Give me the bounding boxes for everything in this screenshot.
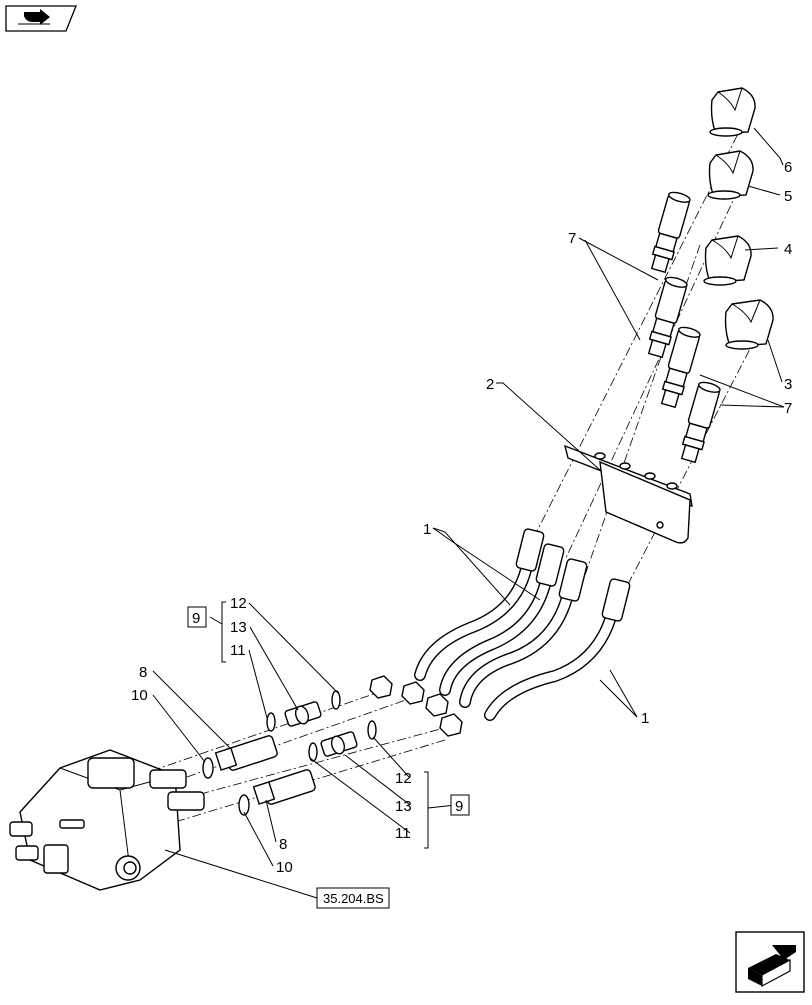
coupler-8-upper xyxy=(214,735,278,771)
hydraulic-hoses-1 xyxy=(414,554,621,721)
coupler-7-d xyxy=(680,381,721,464)
callout-5: 5 xyxy=(784,188,792,205)
callout-11-right: 11 xyxy=(395,825,411,842)
callout-7-right: 7 xyxy=(784,400,792,417)
kit-label-9-left-text: 9 xyxy=(192,610,200,627)
kit-label-9-right-text: 9 xyxy=(455,798,463,815)
callout-6: 6 xyxy=(784,159,792,176)
callout-11-left: 11 xyxy=(230,642,246,659)
callout-1-left: 1 xyxy=(423,521,431,538)
mounting-bracket-2 xyxy=(563,444,693,544)
callout-12-right: 12 xyxy=(395,770,412,787)
callout-4: 4 xyxy=(784,241,792,258)
callout-2: 2 xyxy=(486,376,494,393)
callout-8-upper: 8 xyxy=(139,664,147,681)
control-valve-block xyxy=(9,749,205,891)
callout-1-right: 1 xyxy=(641,710,649,727)
navigation-arrow-icon[interactable] xyxy=(5,5,77,32)
adapter-13-upper xyxy=(284,701,322,727)
dust-cap-4 xyxy=(703,235,752,286)
callout-8-lower: 8 xyxy=(279,836,287,853)
coupler-7-c xyxy=(660,326,701,409)
callout-13-right: 13 xyxy=(395,798,412,815)
coupler-7-a xyxy=(650,191,691,274)
callout-labels: 6 5 4 3 7 7 2 1 1 12 13 11 8 10 12 13 11… xyxy=(131,159,792,876)
kit-label-9-right: 9 xyxy=(450,794,470,816)
reference-box[interactable]: 35.204.BS xyxy=(316,887,390,909)
seal-washers-10 xyxy=(202,757,250,816)
callout-12-left: 12 xyxy=(230,595,247,612)
hose-fittings xyxy=(369,528,631,737)
o-rings xyxy=(266,690,377,762)
kit-label-9-left: 9 xyxy=(187,606,207,628)
dust-cap-6 xyxy=(709,87,756,137)
dust-cap-5 xyxy=(707,150,754,200)
callout-7-left: 7 xyxy=(568,230,576,247)
adapter-13-lower xyxy=(320,731,358,757)
callout-10-lower: 10 xyxy=(276,859,293,876)
next-page-arrow-icon[interactable] xyxy=(735,931,805,993)
reference-label: 35.204.BS xyxy=(323,891,384,906)
callout-10-upper: 10 xyxy=(131,687,148,704)
coupler-7-b xyxy=(647,276,688,359)
callout-13-left: 13 xyxy=(230,619,247,636)
coupler-8-lower xyxy=(252,769,316,805)
dust-cap-3 xyxy=(724,299,774,350)
callout-3: 3 xyxy=(784,376,792,393)
leader-lines xyxy=(152,127,785,899)
